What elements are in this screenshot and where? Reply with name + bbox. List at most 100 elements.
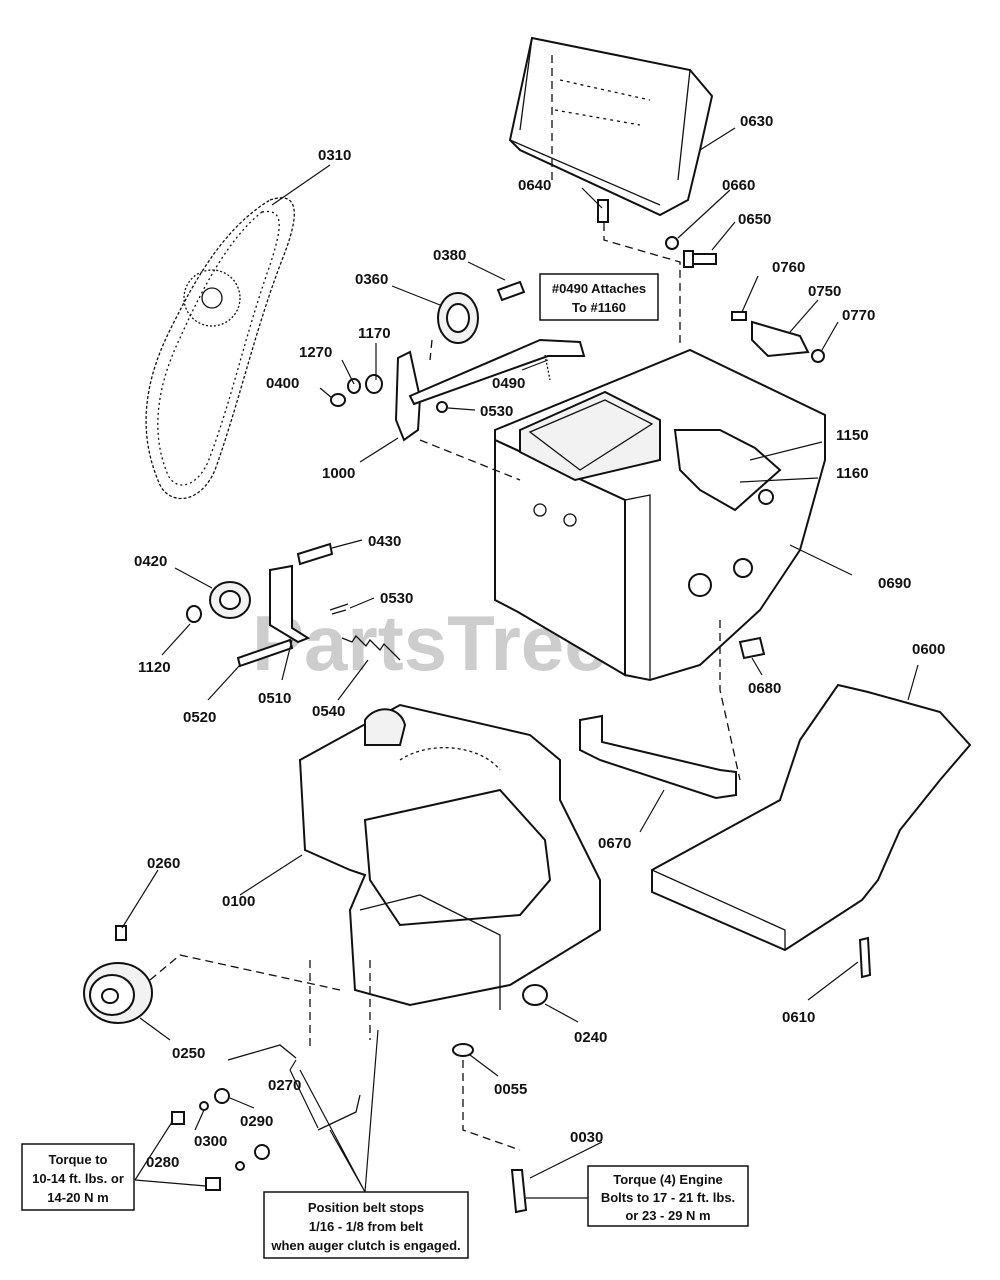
- guide-line: [603, 210, 681, 345]
- label-0300: 0300: [194, 1133, 227, 1150]
- screw-0610[interactable]: [858, 936, 872, 979]
- label-0670: 0670: [598, 835, 631, 852]
- label-1270: 1270: [299, 344, 332, 361]
- part-labels: 0310 0630 0640 0660 0650 0380 0360 1170 …: [134, 113, 945, 1171]
- svg-text:or 23 - 29 N m: or 23 - 29 N m: [625, 1208, 710, 1223]
- label-1160: 1160: [836, 465, 869, 482]
- guide-line: [419, 439, 521, 481]
- label-0510: 0510: [258, 690, 291, 707]
- bolt-0650[interactable]: [683, 250, 717, 268]
- label-0270: 0270: [268, 1077, 301, 1094]
- bolt-0520[interactable]: [236, 638, 294, 668]
- label-0760: 0760: [772, 259, 805, 276]
- label-0400: 0400: [266, 375, 299, 392]
- bolt-0430[interactable]: [296, 542, 334, 566]
- nut-0770[interactable]: [811, 349, 825, 363]
- label-0610: 0610: [782, 1009, 815, 1026]
- engine-0100[interactable]: [298, 703, 601, 1010]
- label-0240: 0240: [574, 1029, 607, 1046]
- clip-0640[interactable]: [597, 199, 609, 223]
- svg-text:To #1160: To #1160: [572, 300, 626, 315]
- label-0430: 0430: [368, 533, 401, 550]
- label-0640: 0640: [518, 177, 551, 194]
- label-0100: 0100: [222, 893, 255, 910]
- label-1120: 1120: [138, 659, 171, 676]
- label-0280: 0280: [146, 1154, 179, 1171]
- shaft-0380[interactable]: [496, 280, 526, 302]
- note-torque-right: Torque (4) Engine Bolts to 17 - 21 ft. l…: [587, 1165, 749, 1227]
- label-0520: 0520: [183, 709, 216, 726]
- label-0055: 0055: [494, 1081, 527, 1098]
- bracket-0670[interactable]: [579, 714, 737, 800]
- bolt-0680[interactable]: [738, 636, 766, 660]
- svg-text:1/16 - 1/8 from belt: 1/16 - 1/8 from belt: [309, 1219, 424, 1234]
- label-0660: 0660: [722, 177, 755, 194]
- screw-0760[interactable]: [731, 311, 747, 321]
- washer-0300[interactable]: [199, 1101, 245, 1171]
- washer-1120[interactable]: [186, 605, 202, 623]
- svg-text:Torque (4) Engine: Torque (4) Engine: [613, 1172, 723, 1187]
- guide-line: [429, 339, 433, 361]
- guide-line: [309, 960, 371, 1050]
- bolt-0280[interactable]: [171, 1111, 221, 1191]
- label-0540: 0540: [312, 703, 345, 720]
- washer-0400[interactable]: [330, 393, 346, 407]
- washer-1270[interactable]: [347, 378, 361, 394]
- label-0290: 0290: [240, 1113, 273, 1130]
- guide-line: [149, 954, 341, 991]
- label-1150: 1150: [836, 427, 869, 444]
- belt-stop-0270[interactable]: [227, 1044, 361, 1131]
- label-0310: 0310: [318, 147, 351, 164]
- idler-arm-1000[interactable]: [394, 350, 422, 442]
- label-0380: 0380: [433, 247, 466, 264]
- pulley-0250[interactable]: [83, 962, 153, 1024]
- bolt-0030[interactable]: [510, 1169, 528, 1214]
- clip-0530[interactable]: [329, 603, 349, 615]
- svg-text:#0490 Attaches: #0490 Attaches: [552, 281, 646, 296]
- set-screw-0260[interactable]: [115, 925, 127, 941]
- label-1000: 1000: [322, 465, 355, 482]
- guide-line: [462, 1060, 521, 1151]
- label-0360: 0360: [355, 271, 388, 288]
- leader-lines: [121, 127, 919, 1199]
- label-0530-bottom: 0530: [380, 590, 413, 607]
- rod-0490[interactable]: [408, 338, 586, 406]
- label-0630: 0630: [740, 113, 773, 130]
- svg-text:Torque to: Torque to: [49, 1152, 108, 1167]
- nut-0240[interactable]: [522, 984, 548, 1006]
- label-0650: 0650: [738, 211, 771, 228]
- svg-text:when auger clutch is engaged.: when auger clutch is engaged.: [270, 1238, 460, 1253]
- washer-1170[interactable]: [365, 374, 383, 394]
- deflector-plate-0600[interactable]: [651, 683, 972, 952]
- svg-text:10-14 ft. lbs. or: 10-14 ft. lbs. or: [32, 1171, 124, 1186]
- bracket-0750[interactable]: [751, 320, 810, 358]
- label-0260: 0260: [147, 855, 180, 872]
- label-0690: 0690: [878, 575, 911, 592]
- note-attach: #0490 Attaches To #1160: [539, 273, 659, 321]
- label-1170: 1170: [358, 325, 391, 342]
- washer-0290[interactable]: [214, 1088, 270, 1160]
- top-cover-0630[interactable]: [508, 36, 714, 217]
- svg-text:Position belt stops: Position belt stops: [308, 1200, 424, 1215]
- washer-0660[interactable]: [665, 236, 679, 250]
- label-0030: 0030: [570, 1129, 603, 1146]
- note-torque-left: Torque to 10-14 ft. lbs. or 14-20 N m: [21, 1143, 135, 1211]
- label-0250: 0250: [172, 1045, 205, 1062]
- svg-text:Bolts to 17 - 21 ft. lbs.: Bolts to 17 - 21 ft. lbs.: [601, 1190, 735, 1205]
- drive-belt-0310[interactable]: [145, 197, 295, 500]
- frame-0690[interactable]: [494, 348, 826, 682]
- ring-0530[interactable]: [436, 401, 448, 413]
- label-0600: 0600: [912, 641, 945, 658]
- label-0770: 0770: [842, 307, 875, 324]
- pulley-0420[interactable]: [209, 581, 251, 619]
- washer-0055[interactable]: [452, 1043, 474, 1057]
- guide-line: [719, 620, 741, 781]
- svg-text:14-20 N m: 14-20 N m: [47, 1190, 108, 1205]
- pulley-0360[interactable]: [437, 292, 479, 344]
- label-0490: 0490: [492, 375, 525, 392]
- label-0680: 0680: [748, 680, 781, 697]
- label-0750: 0750: [808, 283, 841, 300]
- bracket-0510[interactable]: [269, 564, 311, 644]
- spring-0540[interactable]: [341, 634, 401, 661]
